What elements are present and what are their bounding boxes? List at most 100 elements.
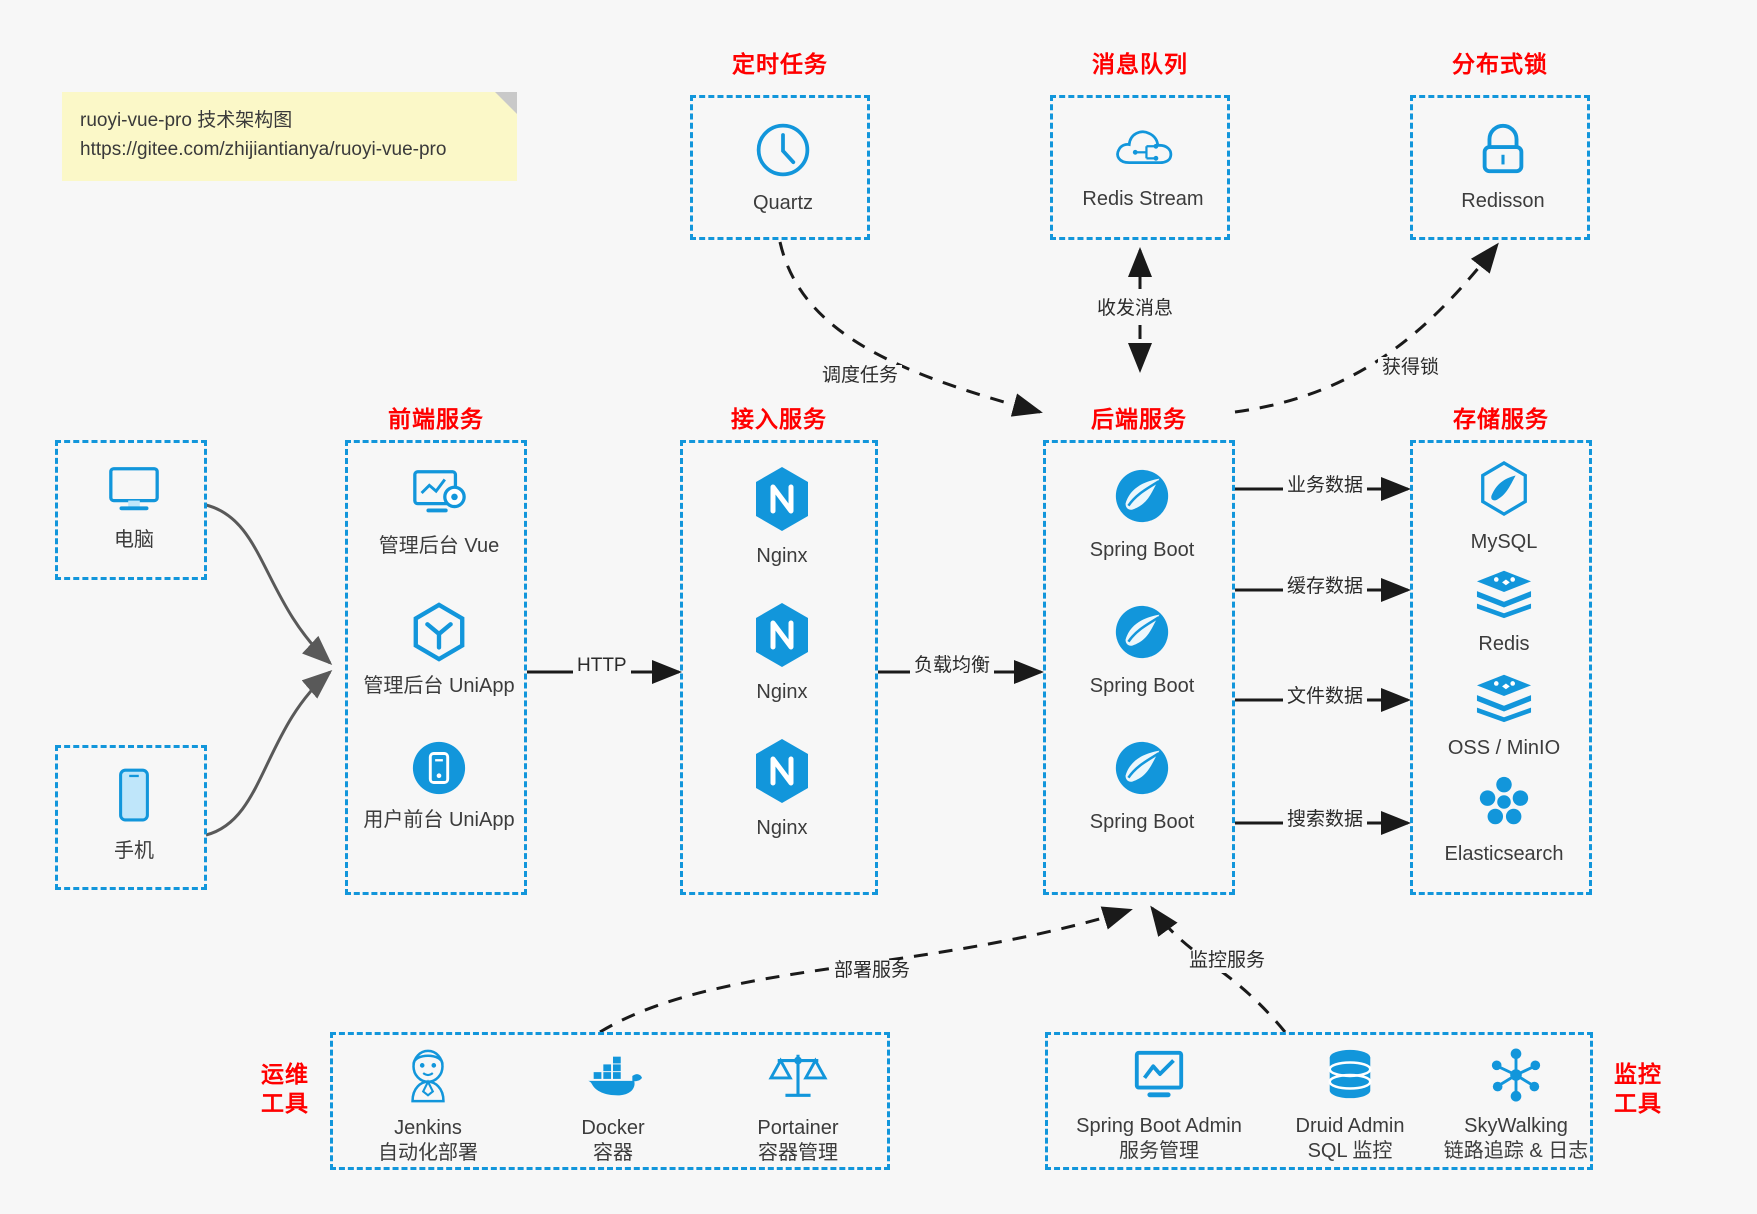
- group-title-devops-line1: 运维: [261, 1061, 309, 1087]
- clock-icon: [753, 120, 813, 185]
- monitor-chart-icon: [1130, 1047, 1188, 1108]
- node-springboot-1[interactable]: Spring Boot: [1046, 465, 1238, 563]
- group-title-gateway: 接入服务: [731, 406, 827, 432]
- node-desktop[interactable]: 电脑: [58, 461, 210, 553]
- note-line-2: https://gitee.com/zhijiantianya/ruoyi-vu…: [80, 139, 447, 161]
- node-mobile[interactable]: 手机: [58, 766, 210, 864]
- node-druid-admin[interactable]: Druid Admin SQL 监控: [1260, 1047, 1440, 1164]
- note-card: ruoyi-vue-pro 技术架构图 https://gitee.com/zh…: [62, 92, 517, 181]
- edge-label-http: HTTP: [573, 655, 631, 678]
- group-title-frontend: 前端服务: [388, 406, 484, 432]
- nginx-icon: [751, 465, 813, 538]
- node-label: Druid Admin: [1295, 1115, 1405, 1137]
- spring-icon: [1111, 601, 1173, 668]
- group-title-lock: 分布式锁: [1452, 51, 1548, 77]
- node-oss-minio[interactable]: OSS / MinIO: [1413, 669, 1595, 761]
- group-title-scheduler: 定时任务: [732, 51, 828, 77]
- edge-label-monitor-service: 监控服务: [1185, 950, 1270, 973]
- skywalking-icon: [1487, 1047, 1545, 1108]
- group-devops: Jenkins 自动化部署 Docker: [330, 1032, 890, 1170]
- node-sublabel: 容器: [593, 1142, 633, 1164]
- node-skywalking[interactable]: SkyWalking 链路追踪 & 日志: [1416, 1047, 1616, 1164]
- node-quartz[interactable]: Quartz: [693, 120, 873, 216]
- node-label: Redisson: [1461, 190, 1545, 212]
- node-spring-boot-admin[interactable]: Spring Boot Admin 服务管理: [1054, 1047, 1264, 1164]
- node-nginx-2[interactable]: Nginx: [683, 601, 881, 705]
- group-title-devops-line2: 工具: [261, 1089, 309, 1116]
- node-label: Spring Boot: [1089, 675, 1195, 697]
- node-label: Nginx: [756, 681, 808, 703]
- node-label: Jenkins: [394, 1117, 462, 1139]
- group-lock: Redisson: [1410, 95, 1590, 240]
- node-label: Redis: [1478, 633, 1530, 655]
- node-docker[interactable]: Docker 容器: [528, 1047, 698, 1166]
- node-label: Nginx: [756, 545, 808, 567]
- group-monitor: Spring Boot Admin 服务管理 Druid Admin SQL 监…: [1045, 1032, 1593, 1170]
- node-label: OSS / MinIO: [1447, 737, 1561, 759]
- node-portainer[interactable]: Portainer 容器管理: [713, 1047, 883, 1166]
- node-nginx-3[interactable]: Nginx: [683, 737, 881, 841]
- node-nginx-1[interactable]: Nginx: [683, 465, 881, 569]
- edge-label-search-data: 搜索数据: [1283, 809, 1368, 832]
- node-sublabel: 服务管理: [1119, 1140, 1199, 1162]
- node-springboot-3[interactable]: Spring Boot: [1046, 737, 1238, 835]
- group-mq: Redis Stream: [1050, 95, 1230, 240]
- edge-label-acquire-lock: 获得锁: [1378, 357, 1444, 380]
- nginx-icon: [751, 737, 813, 810]
- group-title-monitor: 监控 工具: [1603, 1060, 1673, 1118]
- node-label: Elasticsearch: [1444, 843, 1564, 865]
- docker-icon: [582, 1047, 644, 1110]
- note-line-1: ruoyi-vue-pro 技术架构图: [80, 110, 293, 131]
- node-label: Quartz: [752, 192, 814, 214]
- group-gateway: Nginx Nginx Nginx: [680, 440, 878, 895]
- dashboard-gear-icon: [408, 465, 470, 528]
- edge-label-mq-send-receive: 收发消息: [1093, 298, 1178, 321]
- node-redis[interactable]: Redis: [1413, 565, 1595, 657]
- node-admin-vue[interactable]: 管理后台 Vue: [348, 465, 530, 559]
- jenkins-icon: [400, 1047, 456, 1110]
- group-scheduler: Quartz: [690, 95, 870, 240]
- node-user-uniapp[interactable]: 用户前台 UniApp: [348, 739, 530, 833]
- node-redis-stream[interactable]: Redis Stream: [1053, 120, 1233, 212]
- lock-icon: [1474, 118, 1532, 183]
- node-label: 手机: [114, 840, 154, 862]
- group-backend: Spring Boot Spring Boot Spring Boot: [1043, 440, 1235, 895]
- redis-icon: [1473, 669, 1535, 730]
- group-title-monitor-line2: 工具: [1614, 1089, 1662, 1116]
- database-icon: [1322, 1047, 1378, 1108]
- node-sublabel: SQL 监控: [1307, 1140, 1393, 1162]
- desktop-icon: [103, 461, 165, 522]
- node-jenkins[interactable]: Jenkins 自动化部署: [343, 1047, 513, 1166]
- group-title-devops: 运维 工具: [250, 1060, 320, 1118]
- node-label: Spring Boot: [1089, 539, 1195, 561]
- redis-icon: [1473, 565, 1535, 626]
- edge-label-business-data: 业务数据: [1283, 475, 1368, 498]
- mobile-icon: [112, 766, 156, 833]
- node-label: Portainer: [757, 1117, 839, 1139]
- cloud-stream-icon: [1112, 120, 1174, 181]
- node-springboot-2[interactable]: Spring Boot: [1046, 601, 1238, 699]
- node-admin-uniapp[interactable]: 管理后台 UniApp: [348, 601, 530, 699]
- mysql-icon: [1475, 459, 1533, 524]
- group-title-storage: 存储服务: [1453, 406, 1549, 432]
- node-redisson[interactable]: Redisson: [1413, 118, 1593, 214]
- node-label: 用户前台 UniApp: [363, 809, 515, 831]
- node-mysql[interactable]: MySQL: [1413, 459, 1595, 555]
- node-label: 管理后台 Vue: [378, 535, 500, 557]
- group-title-backend: 后端服务: [1091, 406, 1187, 432]
- node-elasticsearch[interactable]: Elasticsearch: [1413, 773, 1595, 867]
- node-label: Docker: [581, 1117, 645, 1139]
- edge-label-deploy-service: 部署服务: [830, 960, 915, 983]
- mobile-circle-icon: [410, 739, 468, 802]
- note-fold-corner: [495, 92, 517, 114]
- elasticsearch-icon: [1475, 773, 1533, 836]
- node-label: Spring Boot: [1089, 811, 1195, 833]
- node-label: 电脑: [114, 529, 154, 551]
- spring-icon: [1111, 465, 1173, 532]
- nginx-icon: [751, 601, 813, 674]
- node-label: SkyWalking: [1464, 1115, 1568, 1137]
- group-frontend: 管理后台 Vue 管理后台 UniApp 用户前台 UniApp: [345, 440, 527, 895]
- group-title-mq: 消息队列: [1092, 51, 1188, 77]
- node-sublabel: 容器管理: [758, 1142, 838, 1164]
- node-label: Spring Boot Admin: [1076, 1115, 1242, 1137]
